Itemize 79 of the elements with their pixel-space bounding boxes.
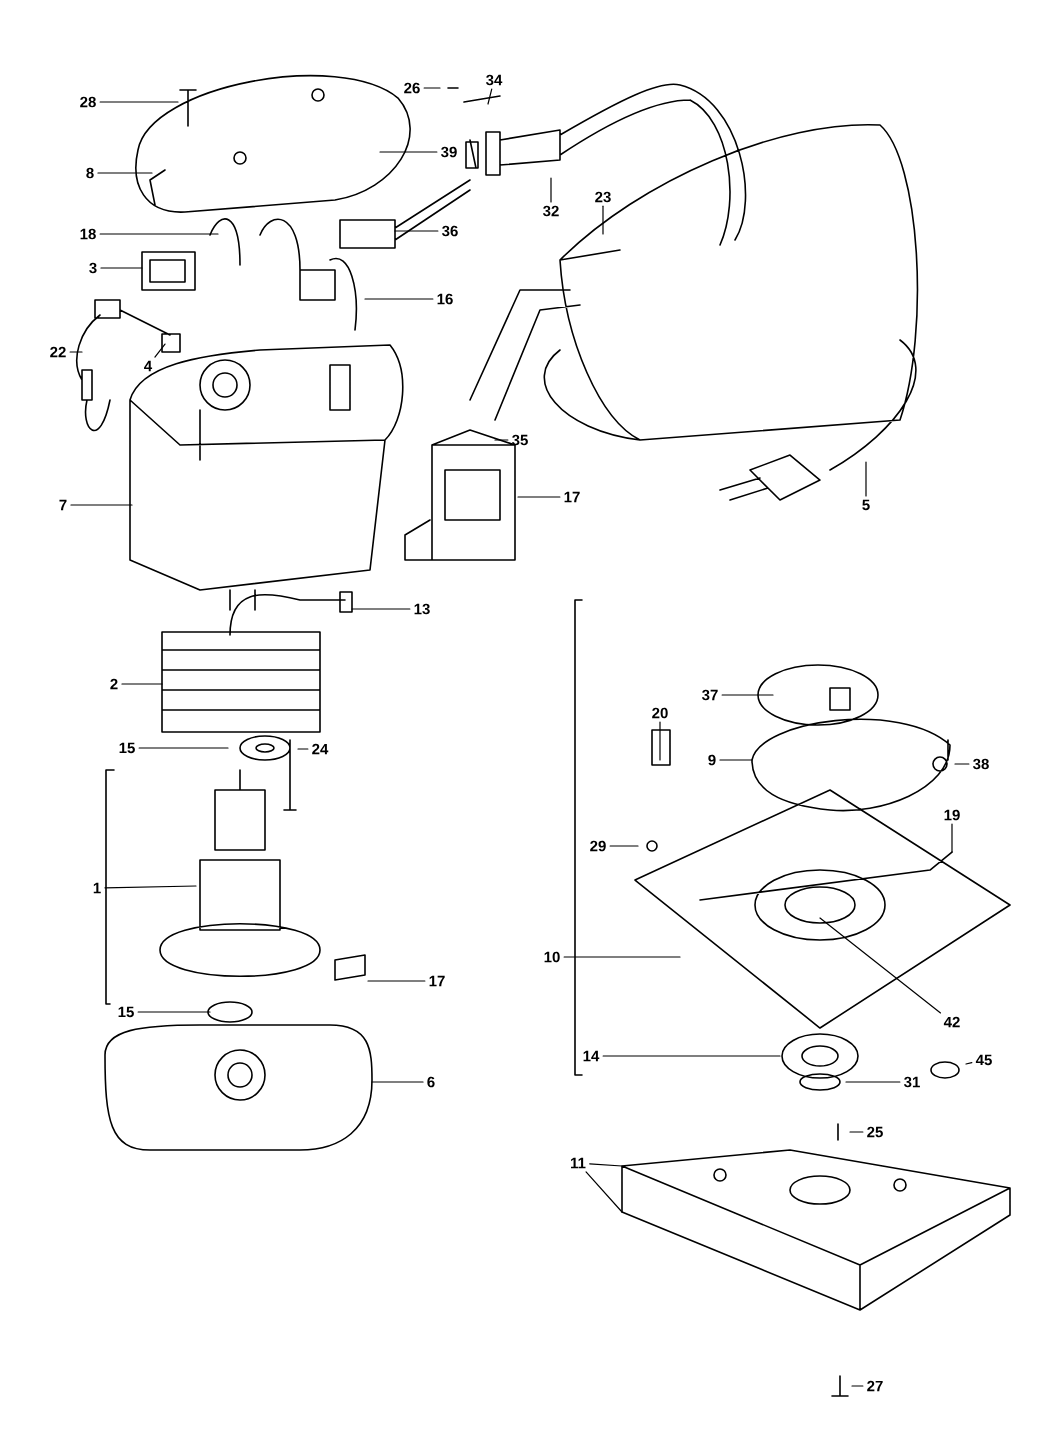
- leader-line: [589, 1163, 623, 1167]
- leader-line: [364, 298, 434, 300]
- leader-line: [97, 172, 153, 174]
- callout-number: 35: [512, 434, 528, 446]
- leader-line: [851, 1385, 864, 1387]
- leader-line: [351, 608, 411, 610]
- leader-line: [367, 980, 426, 982]
- leader-line: [104, 885, 197, 889]
- callout-number: 29: [590, 840, 606, 852]
- leader-line: [297, 748, 309, 750]
- leader-line: [550, 177, 552, 203]
- callout-number: 26: [404, 82, 420, 94]
- callout-number: 16: [437, 293, 453, 305]
- callout-number: 7: [59, 499, 67, 511]
- callout-number: 10: [544, 951, 560, 963]
- leader-line: [100, 267, 143, 269]
- callout-number: 45: [975, 1054, 992, 1066]
- leader-line: [99, 233, 219, 235]
- leader-line: [845, 1081, 901, 1083]
- leader-line: [487, 88, 493, 105]
- callout-number: 23: [595, 191, 611, 203]
- leader-line: [70, 504, 133, 506]
- leader-line: [423, 87, 441, 89]
- callout-number: 13: [414, 603, 430, 615]
- callout-number: 15: [119, 742, 135, 754]
- leader-line: [394, 230, 439, 232]
- leader-line: [954, 763, 970, 765]
- leader-line: [517, 496, 561, 498]
- leader-line: [849, 1131, 864, 1133]
- callout-number: 20: [652, 707, 668, 719]
- leader-line: [609, 845, 639, 847]
- callout-number: 14: [583, 1050, 600, 1062]
- callout-number: 28: [80, 96, 96, 108]
- callout-number: 31: [904, 1076, 920, 1088]
- leader-line: [659, 721, 661, 761]
- callout-number: 8: [86, 167, 94, 179]
- callout-number: 27: [867, 1380, 883, 1392]
- callout-number: 37: [702, 689, 718, 701]
- callout-number: 1: [93, 882, 101, 894]
- callout-number: 17: [564, 491, 580, 503]
- callout-number: 24: [312, 743, 329, 755]
- leader-line: [719, 759, 753, 761]
- leader-line: [154, 343, 166, 358]
- callout-number: 38: [973, 758, 989, 770]
- callout-number: 4: [144, 360, 153, 372]
- leader-line: [121, 683, 163, 685]
- leader-line: [865, 461, 867, 497]
- leader-line: [69, 351, 83, 353]
- callout-number: 39: [441, 146, 457, 158]
- callout-number: 9: [708, 754, 716, 766]
- callout-number: 3: [89, 262, 97, 274]
- callout-number: 2: [110, 678, 118, 690]
- callout-number: 25: [867, 1126, 883, 1138]
- callout-number: 19: [944, 809, 960, 821]
- leader-line: [951, 823, 953, 853]
- callout-number: 17: [429, 975, 445, 987]
- leader-line: [371, 1081, 424, 1083]
- callout-number: 5: [862, 499, 870, 511]
- callout-number: 32: [543, 205, 559, 217]
- callout-number: 42: [943, 1016, 960, 1028]
- leader-line: [602, 1055, 781, 1057]
- callout-number: 18: [80, 228, 96, 240]
- leader-line: [138, 747, 229, 749]
- leader-line: [379, 151, 438, 153]
- leader-line: [494, 439, 509, 441]
- callout-number: 22: [50, 346, 66, 358]
- leader-line: [602, 205, 604, 235]
- callout-number: 15: [118, 1006, 134, 1018]
- leader-line: [137, 1011, 211, 1013]
- callout-number: 36: [442, 225, 458, 237]
- callout-number: 11: [571, 1157, 586, 1169]
- callout-number: 6: [427, 1076, 435, 1088]
- leader-line: [965, 1062, 973, 1065]
- leader-line: [721, 694, 774, 696]
- leader-line: [585, 1171, 623, 1213]
- callout-number: 34: [486, 74, 503, 86]
- leader-line: [99, 101, 179, 103]
- leader-line: [819, 917, 942, 1014]
- leader-line: [563, 956, 681, 958]
